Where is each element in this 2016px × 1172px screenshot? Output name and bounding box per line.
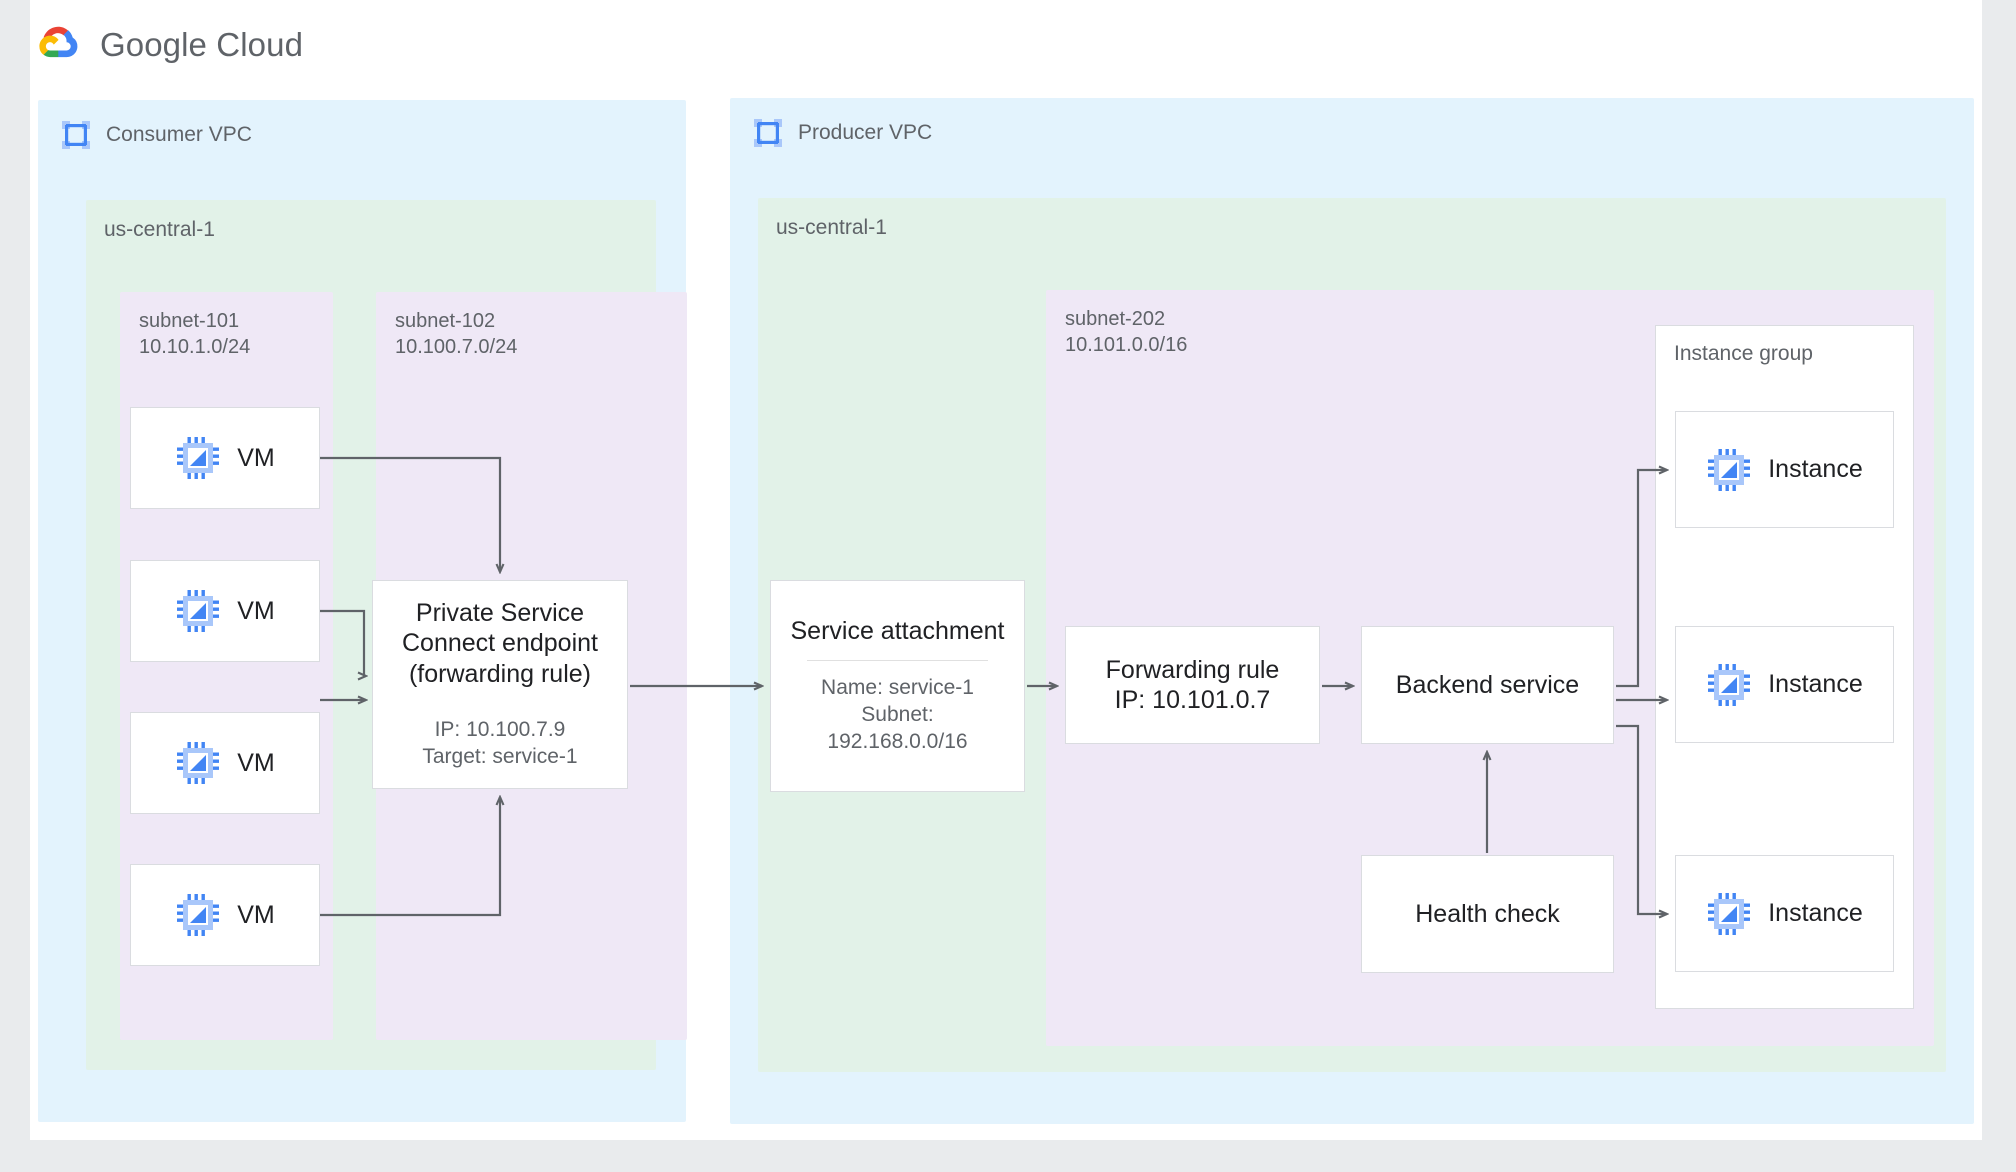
producer-vpc-label: Producer VPC xyxy=(798,121,933,144)
vm-chip-icon xyxy=(1706,447,1752,493)
health-check-node[interactable]: Health check xyxy=(1361,855,1614,973)
producer-vpc-header: Producer VPC xyxy=(752,116,932,150)
producer-region-label: us-central-1 xyxy=(776,216,887,239)
vm-node-1[interactable]: VM xyxy=(130,407,320,509)
subnet-101-cidr: 10.10.1.0/24 xyxy=(139,335,251,358)
vm-chip-icon xyxy=(175,892,221,938)
vm-chip-icon xyxy=(175,740,221,786)
vm-node-4-label: VM xyxy=(237,900,275,929)
consumer-vpc-label: Consumer VPC xyxy=(106,123,252,146)
vm-chip-icon xyxy=(1706,662,1752,708)
subnet-102-label: subnet-102 10.100.7.0/24 xyxy=(395,309,517,360)
service-attachment-node[interactable]: Service attachment Name: service-1 Subne… xyxy=(770,580,1025,792)
diagram-card: Google Cloud Consumer VPC xyxy=(30,0,1982,1140)
psc-endpoint-node[interactable]: Private Service Connect endpoint (forwar… xyxy=(372,580,628,789)
subnet-102-name: subnet-102 xyxy=(395,310,496,332)
backend-service-title: Backend service xyxy=(1395,670,1580,699)
forwarding-rule-node[interactable]: Forwarding rule IP: 10.101.0.7 xyxy=(1065,626,1320,744)
forwarding-rule-title: Forwarding rule IP: 10.101.0.7 xyxy=(1105,655,1280,715)
vm-chip-icon xyxy=(175,588,221,634)
psc-endpoint-details: IP: 10.100.7.9 Target: service-1 xyxy=(422,718,578,769)
backend-service-node[interactable]: Backend service xyxy=(1361,626,1614,744)
vm-node-3-label: VM xyxy=(237,748,275,777)
vm-node-2[interactable]: VM xyxy=(130,560,320,662)
service-attachment-title: Service attachment xyxy=(790,616,1005,645)
brand-title-cloud: Cloud xyxy=(216,26,304,63)
brand-header: Google Cloud xyxy=(30,18,303,72)
brand-title-google: Google xyxy=(100,26,208,63)
instance-group-label: Instance group xyxy=(1674,342,1813,365)
instance-node-1-label: Instance xyxy=(1768,455,1863,484)
service-attachment-divider xyxy=(806,660,989,662)
subnet-202-cidr: 10.101.0.0/16 xyxy=(1065,333,1188,356)
vm-chip-icon xyxy=(175,435,221,481)
subnet-101-name: subnet-101 xyxy=(139,310,240,332)
psc-endpoint-title: Private Service Connect endpoint (forwar… xyxy=(402,598,598,688)
vm-node-2-label: VM xyxy=(237,596,275,625)
vm-node-1-label: VM xyxy=(237,443,275,472)
subnet-101-label: subnet-101 10.10.1.0/24 xyxy=(139,309,250,360)
instance-node-3-label: Instance xyxy=(1768,899,1863,928)
vpc-network-icon xyxy=(60,119,92,151)
instance-node-2[interactable]: Instance xyxy=(1675,626,1894,743)
health-check-title: Health check xyxy=(1415,899,1560,928)
subnet-202-name: subnet-202 xyxy=(1065,308,1166,330)
vpc-network-icon xyxy=(752,117,784,149)
consumer-region-label: us-central-1 xyxy=(104,218,215,241)
google-cloud-logo-icon xyxy=(34,24,86,66)
subnet-202-label: subnet-202 10.101.0.0/16 xyxy=(1065,307,1187,358)
vm-node-4[interactable]: VM xyxy=(130,864,320,966)
instance-node-1[interactable]: Instance xyxy=(1675,411,1894,528)
subnet-102-cidr: 10.100.7.0/24 xyxy=(395,335,518,358)
instance-node-3[interactable]: Instance xyxy=(1675,855,1894,972)
vm-node-3[interactable]: VM xyxy=(130,712,320,814)
brand-title: Google Cloud xyxy=(100,26,303,64)
instance-node-2-label: Instance xyxy=(1768,670,1863,699)
vm-chip-icon xyxy=(1706,891,1752,937)
service-attachment-details: Name: service-1 Subnet: 192.168.0.0/16 xyxy=(821,676,974,754)
consumer-vpc-header: Consumer VPC xyxy=(60,118,252,152)
